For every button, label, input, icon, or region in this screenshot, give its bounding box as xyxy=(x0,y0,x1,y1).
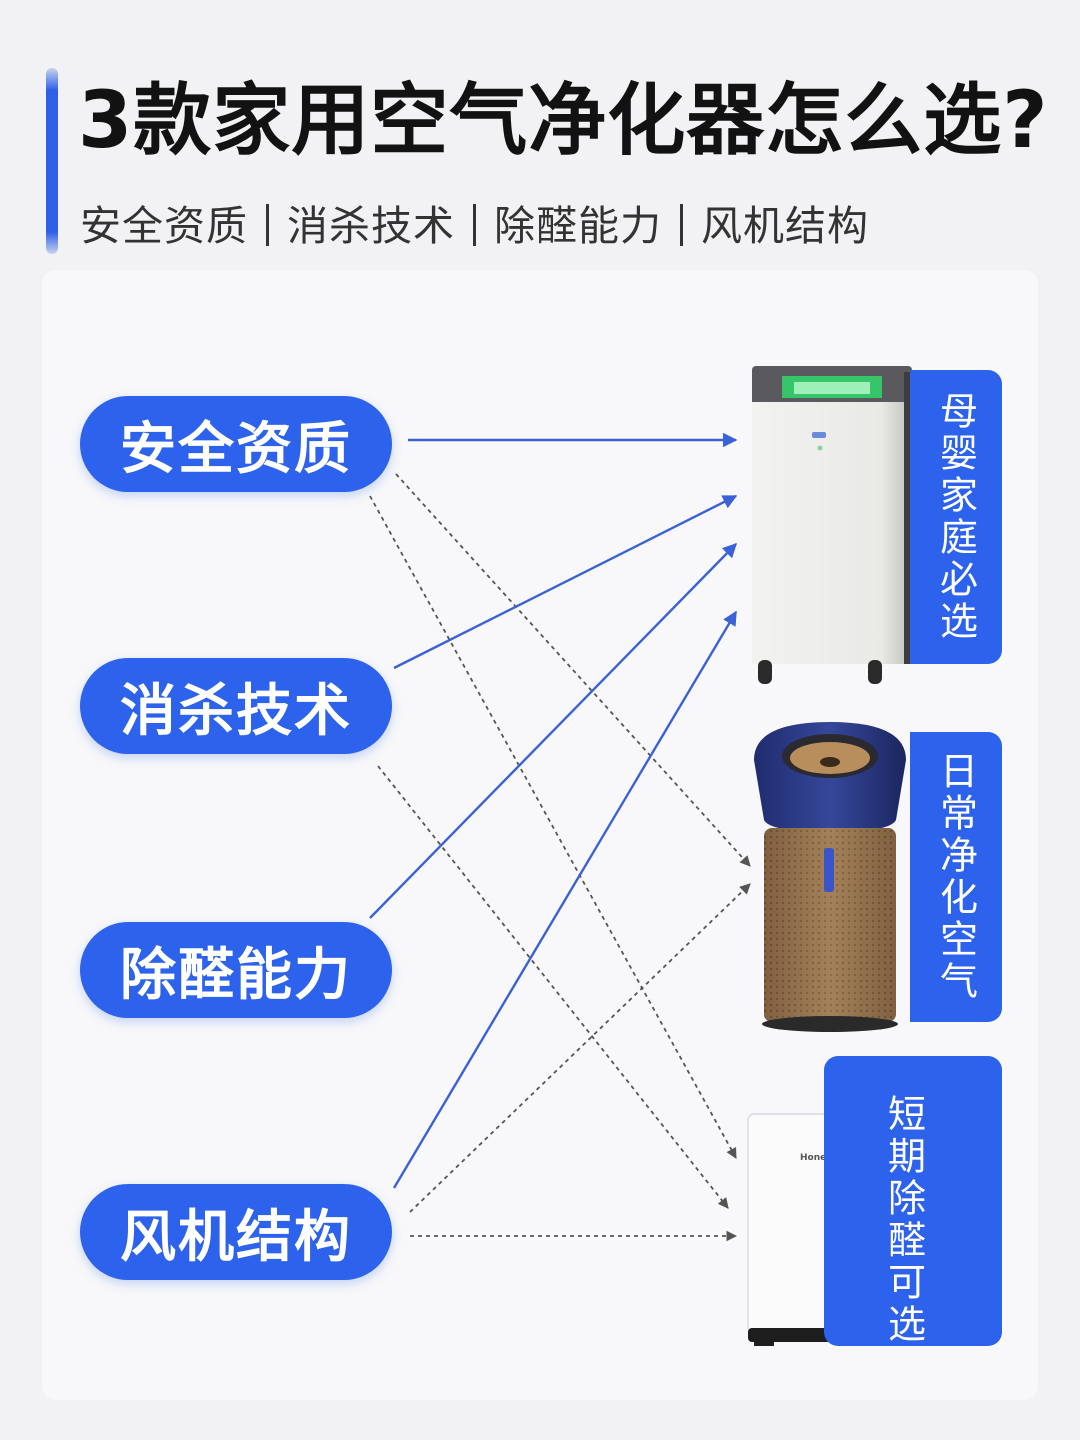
subtitle-separator xyxy=(680,204,683,246)
subtitle: 安全资质消杀技术除醛能力风机结构 xyxy=(80,192,869,252)
connector-solid-3-0 xyxy=(392,610,738,1189)
purifier-1-logo xyxy=(812,432,826,438)
purifier-2-indicator xyxy=(824,848,834,892)
product-tag-2: 日常净化空气 xyxy=(910,732,1002,1022)
purifier-1-wheel xyxy=(758,660,772,684)
feature-formaldehyde[interactable]: 除醛能力 xyxy=(80,922,392,1018)
connector-dotted-1-2 xyxy=(377,765,729,1209)
title-accent-bar xyxy=(46,68,58,254)
connector-dotted-0-1 xyxy=(395,473,751,867)
subtitle-separator xyxy=(266,204,269,246)
subtitle-item: 安全资质 xyxy=(80,202,248,250)
subtitle-item: 风机结构 xyxy=(701,202,869,250)
subtitle-item: 消杀技术 xyxy=(287,202,455,250)
feature-fan-structure[interactable]: 风机结构 xyxy=(80,1184,392,1280)
purifier-1-wheel xyxy=(868,660,882,684)
product-tag-1: 母婴家庭必选 xyxy=(910,370,1002,664)
connector-solid-1-0 xyxy=(393,494,738,670)
product-tag-3: 短期除醛可选 xyxy=(824,1056,1002,1346)
connector-dotted-0-2 xyxy=(369,495,737,1159)
page-title: 3款家用空气净化器怎么选? xyxy=(78,76,1049,166)
feature-disinfection[interactable]: 消杀技术 xyxy=(80,658,392,754)
subtitle-item: 除醛能力 xyxy=(494,202,662,250)
feature-safety[interactable]: 安全资质 xyxy=(80,396,392,492)
connector-dotted-3-1 xyxy=(409,883,751,1213)
purifier-1-image xyxy=(752,366,914,684)
connector-solid-2-0 xyxy=(369,542,738,919)
purifier-2-image xyxy=(754,722,906,1032)
subtitle-separator xyxy=(473,204,476,246)
